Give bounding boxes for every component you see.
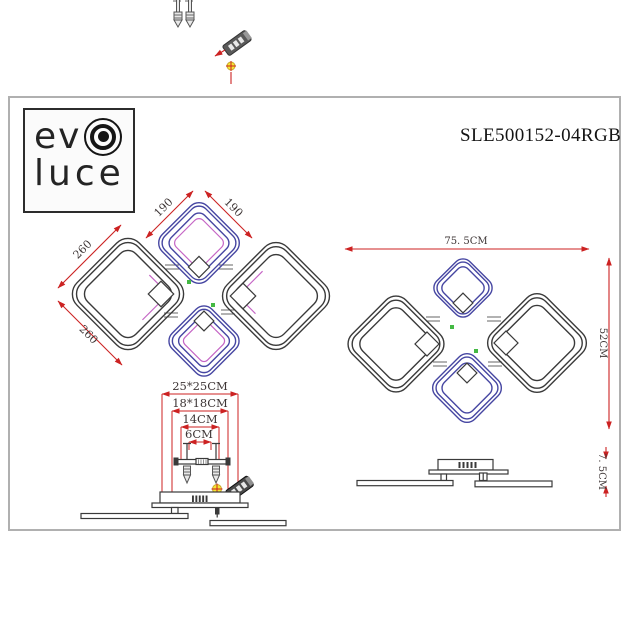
plan-cm-square-left [347,295,445,393]
brand-logo: ev luce [23,108,135,213]
plan-cm-square-bottom [431,352,503,424]
overflow-mounting-hardware [173,0,252,84]
dim-label-190-left: 190 [152,196,176,220]
plan-cm-square-top [433,258,493,318]
model-number: SLE500152-04RGB [460,125,622,146]
side-view: 7. 5CM [356,447,609,497]
canopy-vents [458,462,477,468]
plan-mm-square-right [221,241,331,351]
clip-green-dot [187,280,191,284]
brand-wordmark-line2: luce [34,153,125,195]
plan-view-cm: 75. 5CM 52CM [344,236,612,430]
brand-text-ev: ev [34,116,82,157]
mounting-detail: 25*25CM 18*18CM 14CM 6CM [80,379,287,527]
dim-label-width: 75. 5CM [444,236,487,247]
dim-label-260-upper: 260 [71,238,95,262]
clip-green-dot [211,303,215,307]
dim-label-18: 18*18CM [172,396,228,410]
target-rings-icon [84,117,123,156]
dim-label-25: 25*25CM [172,379,228,393]
dim-label-height: 52CM [597,328,608,359]
dim-label-260-lower: 260 [76,323,100,347]
plan-view-mm: 190 190 260 260 [57,190,331,377]
dim-label-14: 14CM [182,412,217,426]
canopy-vents [192,495,208,502]
dim-label-6: 6CM [185,427,213,441]
brand-wordmark-line1: ev [34,116,133,157]
clip-green-dot [474,349,478,353]
plan-cm-square-right [486,292,588,394]
dim-label-canopy-height: 7. 5CM [596,453,607,490]
plan-mm-square-bottom [168,305,240,377]
clip-green-dot [450,325,454,329]
dim-label-190-right: 190 [221,196,245,220]
overflow-connector-plug [222,30,252,56]
